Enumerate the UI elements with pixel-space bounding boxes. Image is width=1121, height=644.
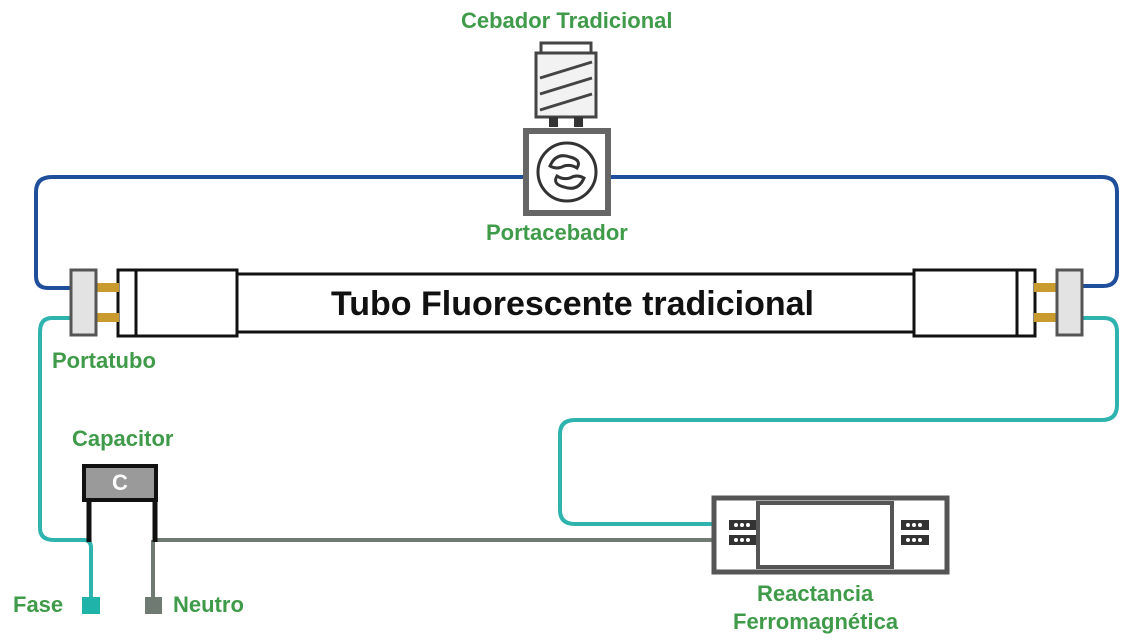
portacebador-slot-bottom (554, 173, 586, 190)
ballast-terminal-right (901, 520, 929, 545)
fase-label: Fase (13, 592, 64, 617)
blue-wire (34, 175, 1119, 290)
reactancia-label-line1: Reactancia (757, 581, 874, 606)
tube-pin (96, 283, 119, 292)
capacitor-leads (86, 500, 158, 542)
portatubo-right (1055, 268, 1084, 337)
tube-title: Tubo Fluorescente tradicional (331, 285, 814, 323)
cebador-coil (539, 60, 593, 112)
tube-pin (96, 313, 119, 322)
portacebador-socket (536, 141, 598, 203)
ballast-terminal-left (729, 520, 756, 545)
cebador-label: Cebador Tradicional (461, 8, 673, 33)
capacitor-symbol: C (112, 470, 128, 495)
reactancia-label-line2: Ferromagnética (733, 609, 899, 634)
ballast-core (756, 501, 894, 569)
gray-neutral-wire (151, 538, 728, 600)
portacebador-label: Portacebador (486, 220, 628, 245)
teal-wire-left (38, 316, 93, 600)
portacebador-slot-top (548, 154, 580, 171)
tube-electrode-left (134, 268, 239, 338)
tube-pins (96, 283, 1057, 322)
capacitor-body (82, 464, 158, 502)
tube-electrode-right (912, 268, 1019, 338)
cebador-pin-left (549, 117, 558, 127)
teal-wire-right (558, 316, 1119, 526)
neutro-terminal (145, 597, 162, 614)
fluorescent-tube (116, 268, 1037, 338)
neutro-label: Neutro (173, 592, 244, 617)
cebador-starter (534, 41, 598, 127)
portatubo-left (69, 268, 98, 337)
portacebador (523, 128, 611, 216)
tube-end-cap-right (1015, 268, 1037, 338)
tube-pin (1034, 283, 1057, 292)
capacitor-label: Capacitor (72, 426, 174, 451)
tube-pin (1034, 313, 1057, 322)
fase-terminal (82, 597, 100, 614)
portatubo-label: Portatubo (52, 348, 156, 373)
capacitor (82, 464, 158, 542)
cebador-pin-right (574, 117, 583, 127)
reactancia-ballast (711, 495, 950, 575)
